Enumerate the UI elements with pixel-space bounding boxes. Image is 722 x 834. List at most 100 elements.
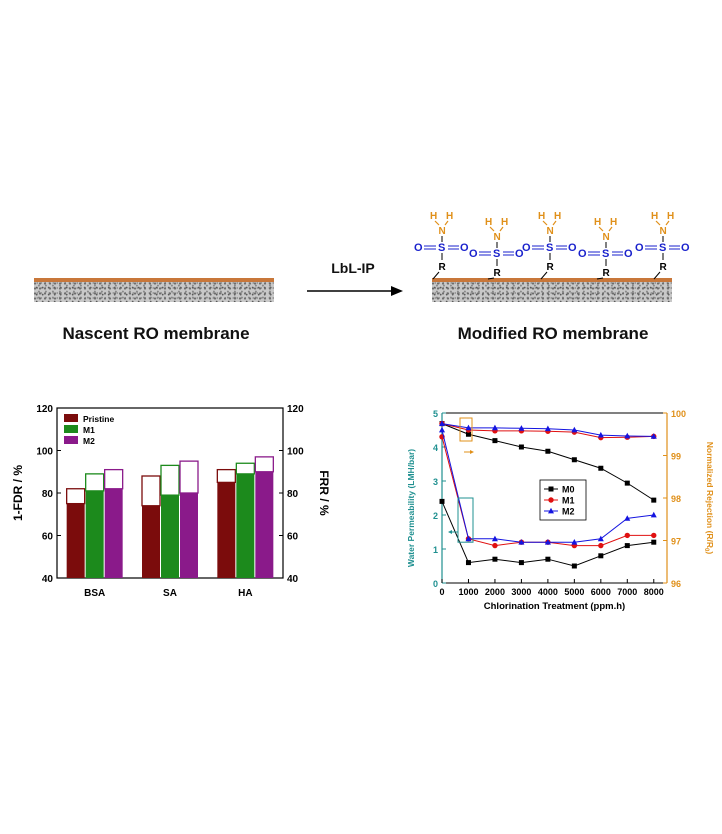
legend-swatch xyxy=(64,414,78,422)
hydrogen-left-label: H xyxy=(430,211,437,222)
y-tick-label: 0 xyxy=(433,579,438,589)
oxygen-left-label: O xyxy=(469,248,478,260)
y2-axis-label-end: ) xyxy=(705,551,715,554)
x-axis-label: Chlorination Treatment (ppm.h) xyxy=(484,601,625,612)
nascent-support-layer xyxy=(34,282,274,302)
y-axis-label: 1-FDR / % xyxy=(11,465,25,521)
frr-bar xyxy=(141,475,161,507)
legend-swatch xyxy=(64,436,78,444)
r-group-label: R xyxy=(547,262,555,273)
data-point xyxy=(492,556,498,562)
y-tick-label: 100 xyxy=(36,447,53,458)
data-point xyxy=(548,497,554,503)
data-point xyxy=(624,432,631,439)
legend-label: M2 xyxy=(562,507,575,517)
y-tick-label: 3 xyxy=(433,477,438,487)
y2-tick-label: 40 xyxy=(287,574,299,585)
nh-bond-left xyxy=(542,220,548,226)
oxygen-left-label: O xyxy=(635,242,644,254)
fdr-bar xyxy=(217,482,236,578)
sulfur-label: S xyxy=(493,248,500,260)
hydrogen-left-label: H xyxy=(651,211,658,222)
nh-bond-right xyxy=(552,220,557,226)
nascent-membrane xyxy=(34,278,274,302)
data-point xyxy=(491,535,498,542)
oxygen-right-label: O xyxy=(460,242,469,254)
process-arrow xyxy=(307,286,403,296)
fdr-bar xyxy=(142,505,160,578)
oxygen-left-label: O xyxy=(522,242,531,254)
surface-bond xyxy=(432,271,440,280)
surface-bond xyxy=(540,271,548,280)
data-point xyxy=(465,560,471,566)
y2-axis-label-main: Normalized Rejection (R/R xyxy=(705,442,715,548)
data-point xyxy=(624,480,630,486)
data-point xyxy=(544,539,551,545)
data-point xyxy=(571,563,577,569)
hydrogen-right-label: H xyxy=(501,217,508,228)
frr-bar xyxy=(216,468,236,484)
frr-bar xyxy=(66,488,86,505)
data-point xyxy=(624,543,630,549)
data-point xyxy=(650,433,657,439)
legend-entry: M0 xyxy=(544,485,575,495)
frr-bar xyxy=(85,473,105,492)
fdr-bar xyxy=(161,495,179,578)
permeability-series xyxy=(439,426,657,545)
y2-axis-label-sub: 0 xyxy=(703,548,709,552)
legend-label: M2 xyxy=(83,436,95,446)
frr-bar xyxy=(254,456,274,473)
legend-label: Pristine xyxy=(83,414,114,424)
hydrogen-right-label: H xyxy=(610,217,617,228)
data-point xyxy=(597,431,604,438)
hydrogen-right-label: H xyxy=(554,211,561,222)
data-point xyxy=(518,444,524,450)
data-point xyxy=(544,425,551,432)
oxygen-right-label: O xyxy=(515,248,524,260)
fdr-bar xyxy=(236,473,255,578)
x-tick-label: 0 xyxy=(439,587,444,597)
modified-label: Modified RO membrane xyxy=(457,324,649,343)
data-point xyxy=(571,457,577,463)
data-point xyxy=(545,448,551,454)
oxygen-left-label: O xyxy=(414,242,423,254)
x-tick-label: 2000 xyxy=(485,587,505,597)
y-axis-label: Water Permeability (LMH/bar) xyxy=(406,449,416,567)
y2-tick-label: 98 xyxy=(671,494,681,504)
nh-bond-left xyxy=(434,220,440,226)
data-point xyxy=(465,424,472,431)
legend-label: M1 xyxy=(83,425,95,435)
nh-bond-left xyxy=(655,220,661,226)
data-point xyxy=(571,426,578,433)
modified-membrane xyxy=(432,278,672,302)
permeability-series xyxy=(439,498,657,569)
data-point xyxy=(650,511,657,518)
y-tick-label: 60 xyxy=(42,532,54,543)
oxygen-left-label: O xyxy=(578,248,587,260)
data-point xyxy=(439,498,445,504)
hydrogen-right-label: H xyxy=(446,211,453,222)
y2-tick-label: 96 xyxy=(671,579,681,589)
hydrogen-right-label: H xyxy=(667,211,674,222)
y-tick-label: 80 xyxy=(42,489,54,500)
x-tick-label: 4000 xyxy=(538,587,558,597)
y2-tick-label: 60 xyxy=(287,532,299,543)
legend-swatch xyxy=(64,425,78,433)
data-point xyxy=(518,425,525,431)
fdr-bar xyxy=(66,503,85,578)
x-tick-label: 6000 xyxy=(591,587,611,597)
sulfur-label: S xyxy=(438,242,445,254)
data-point xyxy=(518,560,524,566)
legend-label: M0 xyxy=(562,485,575,495)
process-label: LbL-IP xyxy=(331,260,375,276)
nitrogen-label: N xyxy=(494,232,501,243)
oxygen-right-label: O xyxy=(568,242,577,254)
data-point xyxy=(465,535,472,542)
nh-bond-right xyxy=(608,226,613,232)
data-point xyxy=(624,515,631,521)
y-tick-label: 40 xyxy=(42,574,54,585)
data-point xyxy=(624,532,630,539)
data-point xyxy=(545,556,551,562)
